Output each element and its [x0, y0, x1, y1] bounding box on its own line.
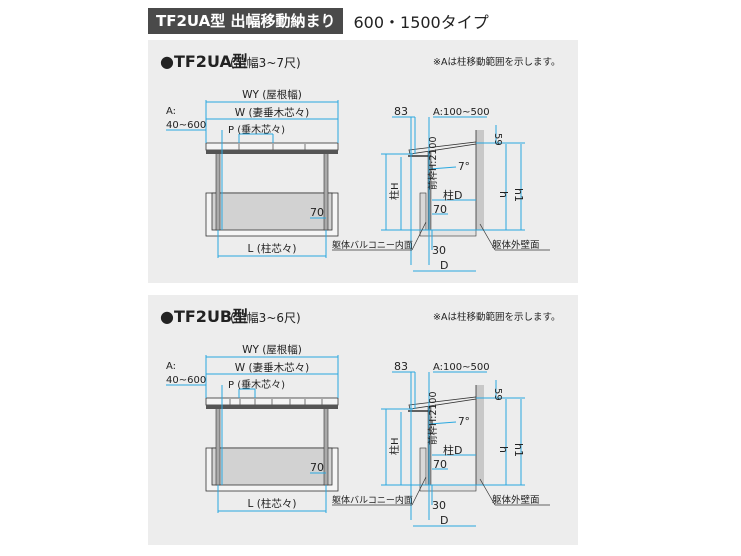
page-header: TF2UA型 出幅移動納まり 600・1500タイプ	[148, 8, 489, 34]
label-d83: 83	[394, 105, 408, 118]
label-post_d: 柱D	[443, 188, 462, 202]
label-a_label: A:	[166, 106, 176, 117]
label-l: L (柱芯々)	[248, 242, 297, 255]
outer-wall	[476, 385, 484, 485]
label-range: (出幅3~6尺)	[230, 310, 301, 325]
roof	[205, 142, 339, 151]
label-outer_wall: 躯体外壁面	[492, 239, 540, 251]
label-a_label: A:	[166, 361, 176, 372]
label-h: h	[497, 446, 510, 453]
label-d83: 83	[394, 360, 408, 373]
label-post_h: 柱H	[388, 182, 401, 200]
label-note: ※Aは柱移動範囲を示します。	[433, 311, 561, 323]
label-seventy: 70	[310, 461, 324, 474]
label-model: ●TF2UB型	[160, 307, 248, 326]
label-angle: 7°	[458, 161, 470, 173]
roof-slope	[408, 141, 477, 155]
label-w: W (妻垂木芯々)	[235, 361, 309, 374]
label-seventy: 70	[310, 206, 324, 219]
label-thirty: 30	[432, 499, 446, 512]
post-left	[215, 152, 221, 231]
label-a2: A:100~500	[433, 362, 490, 373]
label-range: (出幅3~7尺)	[230, 55, 301, 70]
label-d59: 59	[492, 388, 503, 401]
label-h: h	[497, 191, 510, 198]
label-angle: 7°	[458, 416, 470, 428]
label-h1: h1	[512, 443, 525, 457]
label-seventy2: 70	[433, 203, 447, 216]
label-w: W (妻垂木芯々)	[235, 106, 309, 119]
label-wy: WY (屋根幅)	[242, 343, 302, 356]
label-d: D	[440, 259, 448, 272]
label-balcony_inner: 躯体バルコニー内面	[332, 494, 413, 506]
roof-slope	[408, 396, 477, 410]
post-left	[215, 407, 221, 486]
label-a_range: 40~600	[166, 120, 206, 131]
front-view: WY (屋根幅) W (妻垂木芯々) A: 40~600 P (垂木芯々) 70 L (柱芯…	[166, 88, 339, 258]
balcony-slab	[419, 229, 477, 237]
label-a_range: 40~600	[166, 375, 206, 386]
label-d59: 59	[492, 133, 503, 146]
label-p: P (垂木芯々)	[228, 123, 285, 136]
panel-tf2ua: ●TF2UA型(出幅3~7尺) ※Aは柱移動範囲を示します。 WY (屋根幅) W (…	[148, 40, 578, 283]
label-balcony_inner: 躯体バルコニー内面	[332, 239, 413, 251]
label-a2: A:100~500	[433, 107, 490, 118]
front-view: WY (屋根幅) W (妻垂木芯々) A: 40~600 P (垂木芯々) 70 L (柱芯…	[166, 343, 339, 513]
label-model: ●TF2UA型	[160, 52, 248, 71]
header-title: TF2UA型 出幅移動納まり	[148, 8, 344, 34]
label-l: L (柱芯々)	[248, 497, 297, 510]
label-post_h: 柱H	[388, 437, 401, 455]
label-thirty: 30	[432, 244, 446, 257]
label-front_h: 前枠H:2100	[427, 391, 439, 445]
label-seventy2: 70	[433, 458, 447, 471]
label-note: ※Aは柱移動範囲を示します。	[433, 56, 561, 68]
label-front_h: 前枠H:2100	[427, 136, 439, 190]
label-outer_wall: 躯体外壁面	[492, 494, 540, 506]
label-post_d: 柱D	[443, 443, 462, 457]
balcony-slab	[419, 484, 477, 492]
label-p: P (垂木芯々)	[228, 378, 285, 391]
panel-tf2ub: ●TF2UB型(出幅3~6尺) ※Aは柱移動範囲を示します。 WY (屋根幅) W (…	[148, 295, 578, 545]
outer-wall	[476, 130, 484, 230]
label-d: D	[440, 514, 448, 527]
label-h1: h1	[512, 188, 525, 202]
label-wy: WY (屋根幅)	[242, 88, 302, 101]
header-subtitle: 600・1500タイプ	[353, 13, 489, 32]
